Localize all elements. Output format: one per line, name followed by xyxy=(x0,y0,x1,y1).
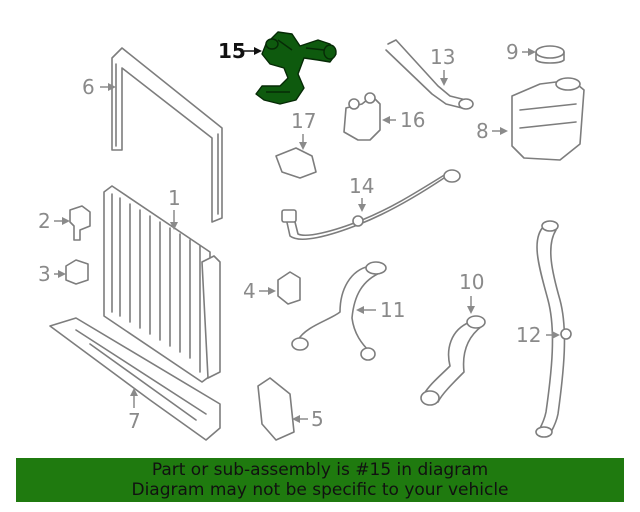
callout-15: 15 xyxy=(218,39,246,63)
banner-line-1: Part or sub-assembly is #15 in diagram xyxy=(151,460,489,480)
part-14-pipe xyxy=(281,169,461,240)
part-2-bracket xyxy=(69,205,91,241)
part-5-duct xyxy=(257,377,295,441)
part-10-hose xyxy=(420,315,486,406)
banner-line-2: Diagram may not be specific to your vehi… xyxy=(131,480,509,500)
part-6-frame xyxy=(111,47,223,223)
callout-16: 16 xyxy=(400,108,425,132)
callout-7: 7 xyxy=(128,409,141,433)
callout-12: 12 xyxy=(516,323,541,347)
part-3-mount xyxy=(65,259,89,285)
part-16-connector xyxy=(343,92,381,141)
part-13-pipe xyxy=(385,39,474,110)
info-banner: Part or sub-assembly is #15 in diagram D… xyxy=(16,458,624,502)
callout-17: 17 xyxy=(291,109,316,133)
callout-13: 13 xyxy=(430,45,455,69)
callout-3: 3 xyxy=(38,262,51,286)
callout-8: 8 xyxy=(476,119,489,143)
part-17-valve xyxy=(275,147,317,179)
part-7-shroud xyxy=(49,317,221,441)
callout-5: 5 xyxy=(311,407,324,431)
callout-11: 11 xyxy=(380,298,405,322)
callout-1: 1 xyxy=(168,186,181,210)
part-15-hose-highlighted[interactable] xyxy=(255,31,337,105)
callout-2: 2 xyxy=(38,209,51,233)
part-1-radiator xyxy=(103,185,221,383)
callout-10: 10 xyxy=(459,270,484,294)
part-9-cap xyxy=(535,45,565,64)
callout-9: 9 xyxy=(506,40,519,64)
callout-4: 4 xyxy=(243,279,256,303)
callout-14: 14 xyxy=(349,174,374,198)
part-8-tank xyxy=(511,77,585,161)
part-12-hose xyxy=(535,220,572,438)
callout-6: 6 xyxy=(82,75,95,99)
part-11-hose xyxy=(291,261,387,361)
part-4-sensor xyxy=(277,271,301,305)
